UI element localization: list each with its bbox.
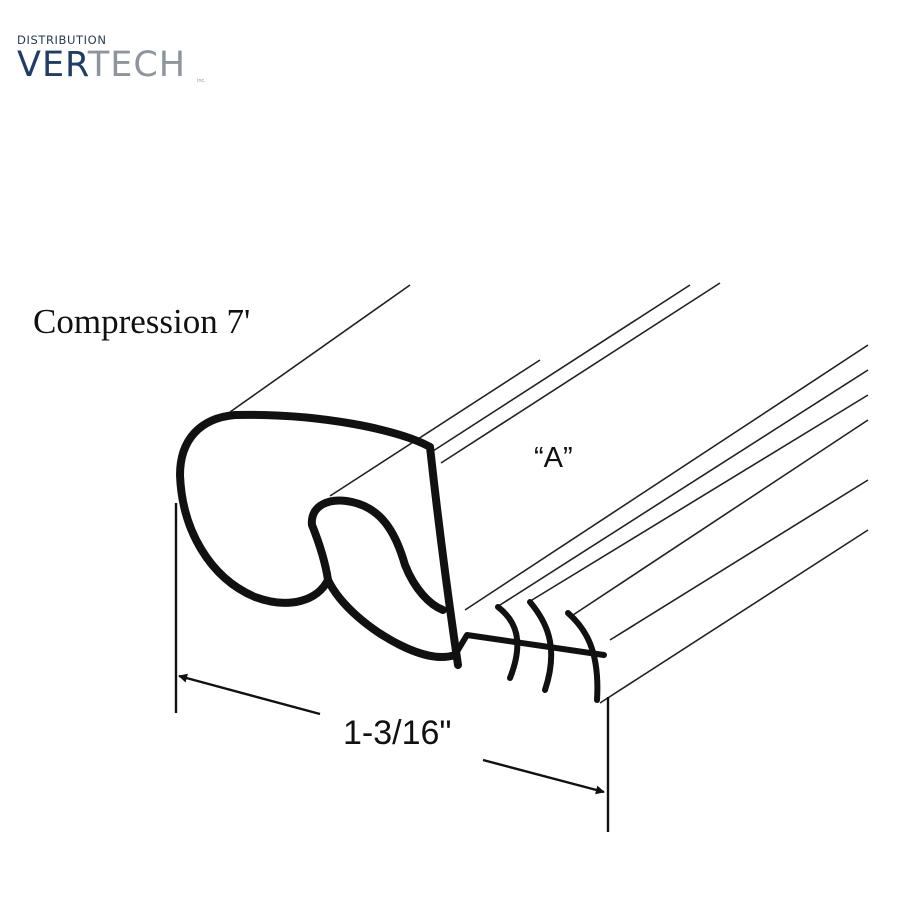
extrusion-edges bbox=[229, 282, 869, 704]
bulb-profile bbox=[176, 410, 462, 669]
region-label-a: “A” bbox=[534, 442, 573, 474]
compression-caption: Compression 7' bbox=[33, 302, 251, 341]
logo-wordmark: VERTECH bbox=[17, 45, 187, 85]
logo-tagline: DISTRIBUTION bbox=[17, 33, 107, 47]
logo-wordmark-light: TECH bbox=[87, 45, 187, 85]
width-dimension-label: 1-3/16" bbox=[343, 714, 452, 752]
logo-wordmark-dark: VER bbox=[17, 45, 88, 85]
fin-teeth bbox=[452, 599, 607, 703]
dimension-markup bbox=[174, 503, 610, 832]
logo-suffix: inc. bbox=[197, 78, 206, 84]
company-logo: DISTRIBUTION VERTECH inc. bbox=[17, 33, 206, 85]
